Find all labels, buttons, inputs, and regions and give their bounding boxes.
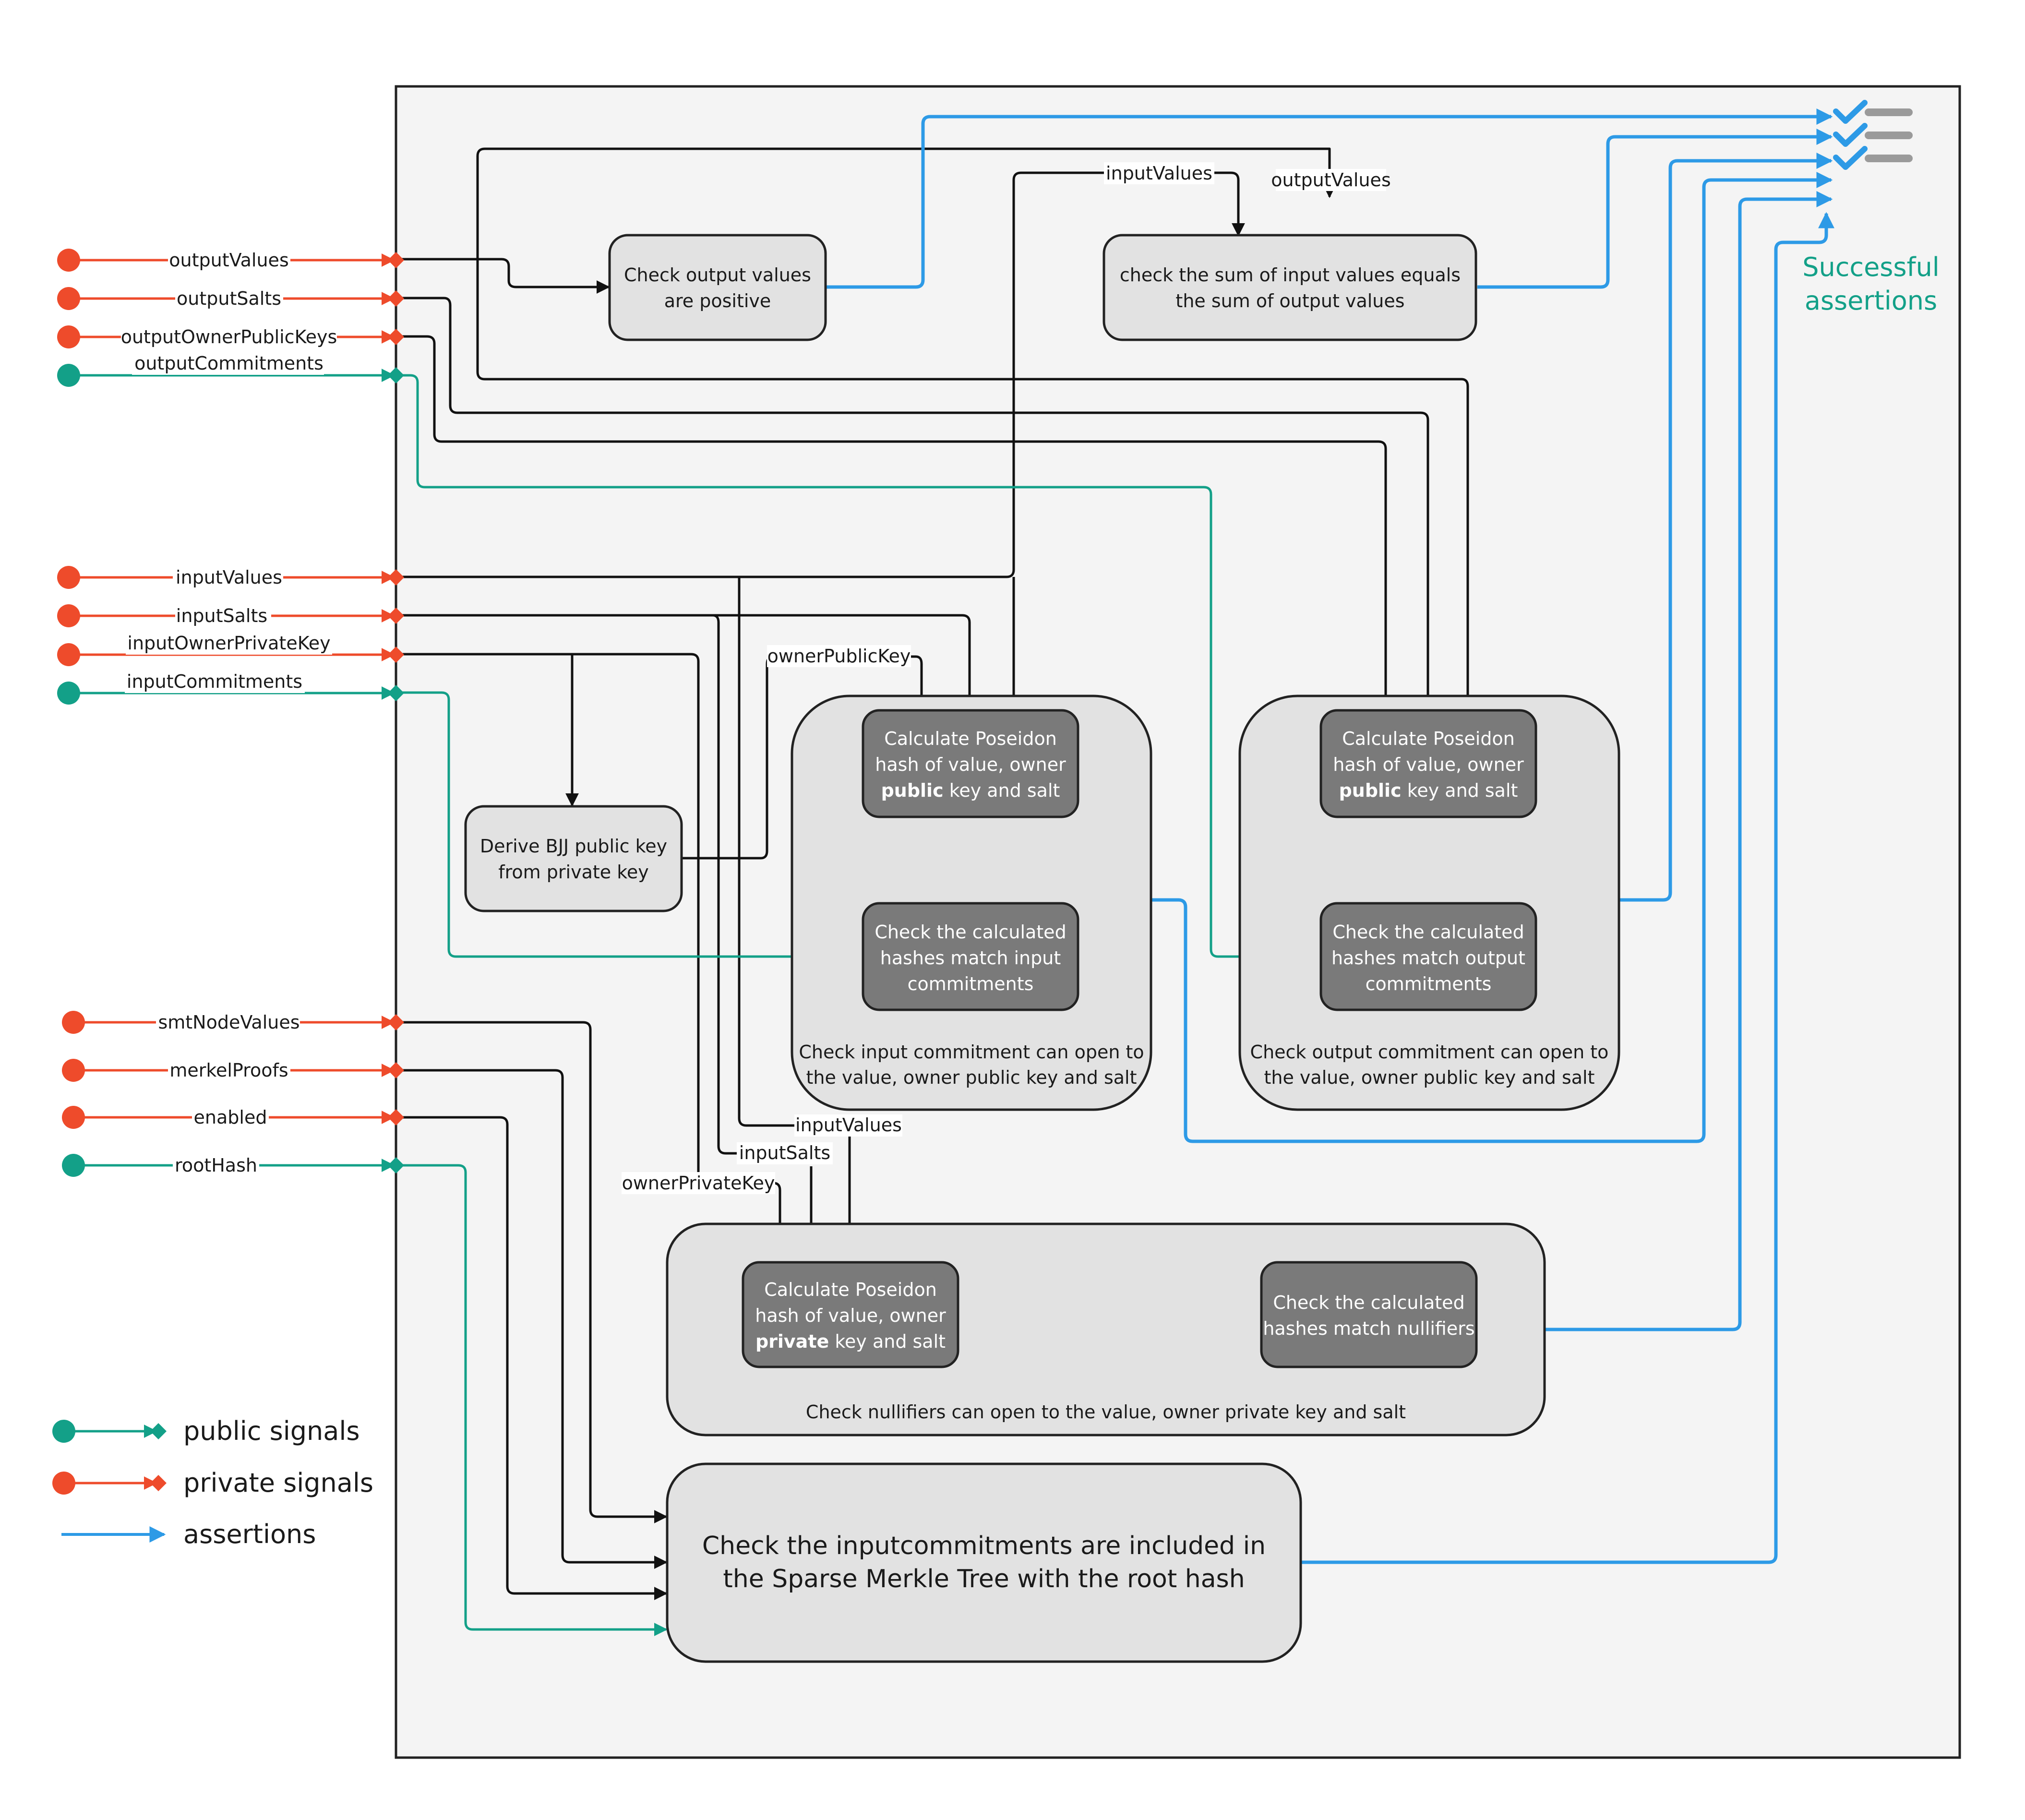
legend-assertions: assertions <box>183 1519 316 1549</box>
nullifier-hash-box <box>742 1261 959 1368</box>
output-match-line-2: hashes match output <box>1331 947 1525 969</box>
nullifier-hash-rest: key and salt <box>829 1331 946 1352</box>
nullifier-group: Calculate Poseidon hash of value, owner … <box>666 1222 1546 1437</box>
check-sum-line-1: check the sum of input values equals <box>1120 264 1461 286</box>
derive-key-line-1: Derive BJJ public key <box>480 836 667 857</box>
signal-smt-node-values: smtNodeValues <box>158 1012 300 1033</box>
nullifier-hash-line-2: hash of value, owner <box>755 1305 946 1326</box>
check-positive-line-1: Check output values <box>624 264 811 286</box>
input-hash-box <box>862 709 1079 818</box>
input-hash-line-1: Calculate Poseidon <box>884 728 1057 749</box>
assertion-wires <box>826 108 1834 1564</box>
wire-label-output-values-top: outputValues <box>1271 169 1391 191</box>
signal-output-commitments: outputCommitments <box>134 353 324 374</box>
input-match-box <box>862 902 1079 1011</box>
signal-input-salts: inputSalts <box>176 605 267 626</box>
signal-input-commitments: inputCommitments <box>127 671 302 692</box>
signal-merkel-proofs: merkelProofs <box>169 1060 288 1081</box>
legend-public-signals: public signals <box>183 1416 360 1446</box>
output-hash-rest: key and salt <box>1402 780 1518 801</box>
signal-enabled: enabled <box>194 1107 267 1128</box>
check-positive-box: Check output values are positive <box>608 234 827 341</box>
nullifier-match-line-1: Check the calculated <box>1273 1292 1464 1313</box>
signal-output-owner-public-keys: outputOwnerPublicKeys <box>121 326 337 347</box>
input-match-line-3: commitments <box>908 973 1034 994</box>
input-match-line-2: hashes match input <box>880 947 1061 969</box>
output-hash-line-1: Calculate Poseidon <box>1342 728 1515 749</box>
wire-label-input-values-mid: inputValues <box>795 1114 902 1136</box>
output-group-caption-1: Check output commitment can open to <box>1250 1042 1609 1063</box>
input-hash-line-2: hash of value, owner <box>875 754 1066 775</box>
public-wires <box>396 374 1321 1636</box>
smt-check-line-2: the Sparse Merkle Tree with the root has… <box>723 1565 1245 1593</box>
input-group-caption-1: Check input commitment can open to <box>799 1042 1144 1063</box>
check-positive-line-2: are positive <box>664 290 771 311</box>
signal-input-owner-private-key: inputOwnerPrivateKey <box>127 633 330 654</box>
output-commitment-group: Calculate Poseidon hash of value, owner … <box>1238 694 1620 1111</box>
wire-label-input-values-top: inputValues <box>1106 163 1212 184</box>
smt-check-line-1: Check the inputcommitments are included … <box>702 1532 1266 1560</box>
nullifier-match-line-2: hashes match nullifiers <box>1263 1318 1474 1339</box>
successful-assertions-line-2: assertions <box>1805 286 1937 316</box>
check-sum-line-2: the sum of output values <box>1175 290 1404 311</box>
input-match-line-1: Check the calculated <box>875 922 1066 943</box>
input-group-caption-2: the value, owner public key and salt <box>806 1067 1137 1088</box>
output-group-caption-2: the value, owner public key and salt <box>1264 1067 1594 1088</box>
legend-private-signals: private signals <box>183 1468 373 1498</box>
input-hash-line-3: public key and salt <box>881 780 1060 801</box>
nullifier-hash-line-1: Calculate Poseidon <box>764 1279 937 1300</box>
output-hash-box <box>1319 709 1537 818</box>
input-commitment-group: Calculate Poseidon hash of value, owner … <box>791 694 1152 1111</box>
nullifier-hash-line-3: private key and salt <box>755 1331 946 1352</box>
check-sum-box: check the sum of input values equals the… <box>1102 234 1477 341</box>
legend: public signals private signals assertion… <box>52 1416 373 1549</box>
wire-label-owner-public-key: ownerPublicKey <box>767 646 911 667</box>
derive-key-line-2: from private key <box>498 862 648 883</box>
wire-label-owner-private-key: ownerPrivateKey <box>622 1173 775 1194</box>
signal-output-salts: outputSalts <box>177 288 281 309</box>
signal-root-hash: rootHash <box>175 1155 257 1176</box>
output-match-line-1: Check the calculated <box>1332 922 1524 943</box>
output-hash-line-3: public key and salt <box>1339 780 1518 801</box>
nullifier-hash-bold: private <box>755 1331 829 1352</box>
input-signals: outputValues outputSalts outputOwnerPubl… <box>57 249 395 1177</box>
derive-key-box: Derive BJJ public key from private key <box>464 805 683 912</box>
nullifier-group-caption: Check nullifiers can open to the value, … <box>806 1401 1406 1423</box>
output-match-line-3: commitments <box>1366 973 1492 994</box>
output-hash-bold: public <box>1339 780 1402 801</box>
successful-assertions-line-1: Successful <box>1802 252 1940 282</box>
input-hash-bold: public <box>881 780 944 801</box>
smt-check-box: Check the inputcommitments are included … <box>666 1462 1302 1663</box>
signal-input-values: inputValues <box>176 567 282 588</box>
nullifier-match-box <box>1260 1261 1478 1368</box>
output-match-box <box>1319 902 1537 1011</box>
output-hash-line-2: hash of value, owner <box>1333 754 1524 775</box>
input-hash-rest: key and salt <box>944 780 1060 801</box>
signal-output-values: outputValues <box>169 250 289 271</box>
wire-label-input-salts-mid: inputSalts <box>739 1142 830 1163</box>
checklist-icon <box>1833 100 1913 170</box>
